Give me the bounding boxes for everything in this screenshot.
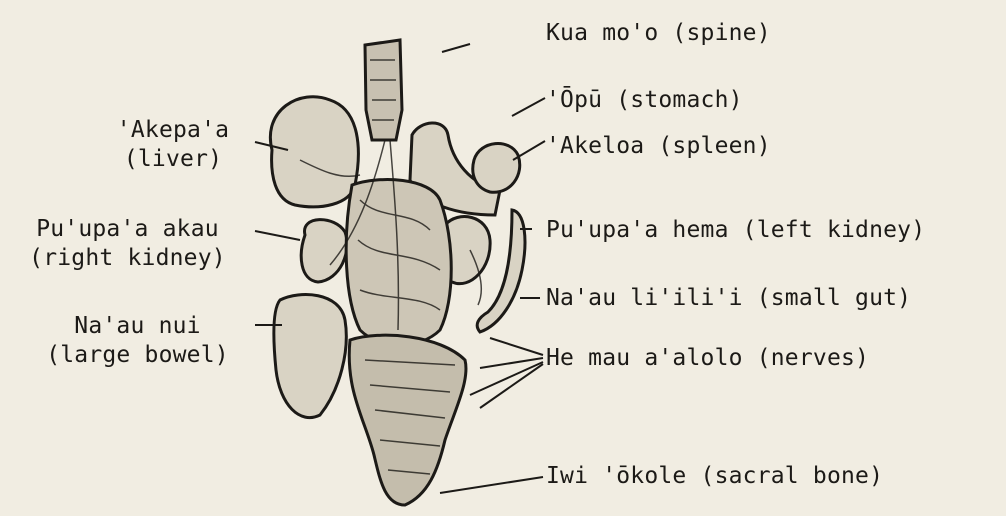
label-stomach: 'Ōpū (stomach) [546,86,743,115]
label-liver-gloss: (liver) [88,145,258,174]
spine-shape [365,40,402,140]
label-spine: Kua mo'o (spine) [546,19,771,48]
leader-right-kidney [255,231,300,240]
leader-spine [442,44,470,52]
label-large-bowel-name: Na'au nui [20,312,255,341]
label-sacral-bone: Iwi 'ōkole (sacral bone) [546,462,883,491]
label-large-bowel: Na'au nui (large bowel) [20,312,255,370]
label-spleen: 'Akeloa (spleen) [546,132,771,161]
label-nerves: He mau a'alolo (nerves) [546,344,869,373]
leader-spleen [513,141,545,160]
leader-nerves-1 [490,338,543,355]
label-left-kidney: Pu'upa'a hema (left kidney) [546,216,925,245]
liver-shape [270,97,358,207]
leader-stomach [512,98,545,116]
label-large-bowel-gloss: (large bowel) [20,341,255,370]
label-liver: 'Akepa'a (liver) [88,116,258,174]
label-liver-name: 'Akepa'a [88,116,258,145]
label-small-gut: Na'au li'ili'i (small gut) [546,284,911,313]
label-right-kidney: Pu'upa'a akau (right kidney) [0,215,255,273]
label-right-kidney-name: Pu'upa'a akau [0,215,255,244]
label-right-kidney-gloss: (right kidney) [0,244,255,273]
large-bowel-shape [274,295,346,418]
leader-sacral [440,477,543,493]
spleen-shape [473,144,520,193]
